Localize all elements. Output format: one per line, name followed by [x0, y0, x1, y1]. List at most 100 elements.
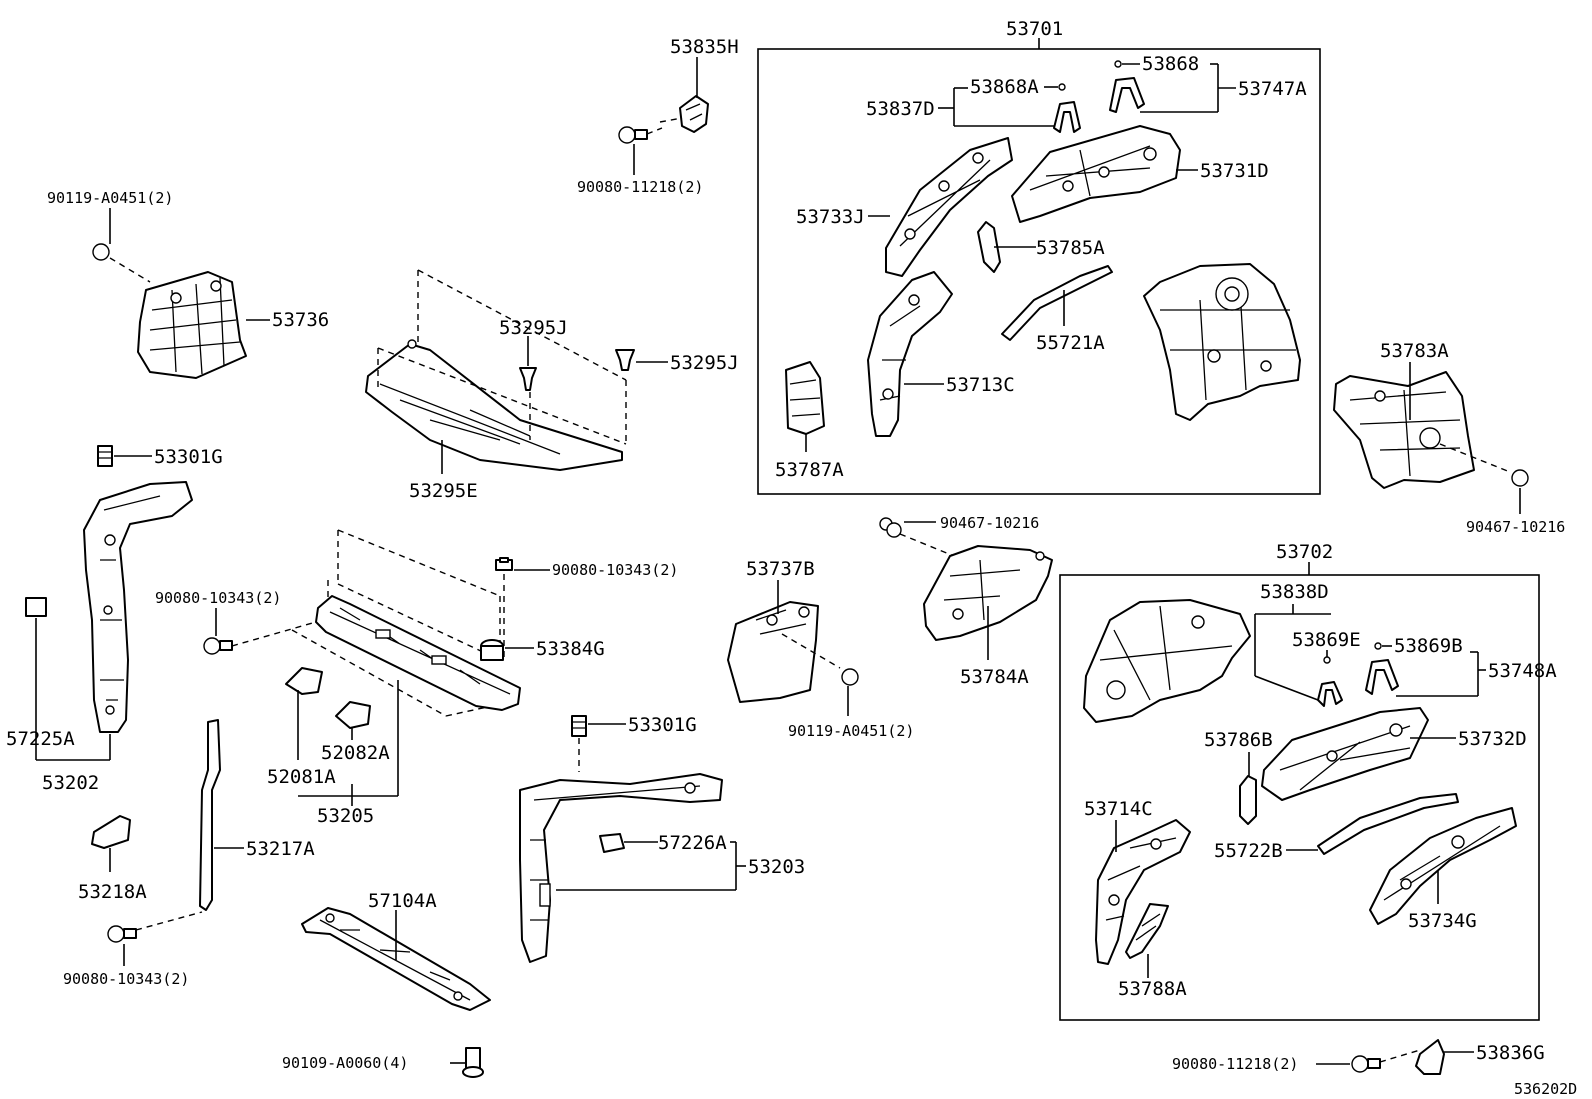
part-53301G-left-cushion[interactable] [97, 445, 113, 467]
group-label-53701[interactable]: 53701 [1006, 18, 1063, 40]
label-90080-11218-bottom[interactable]: 90080-11218(2) [1172, 1055, 1298, 1073]
label-53837D[interactable]: 53837D [866, 98, 935, 120]
clip-53295J-a[interactable] [519, 367, 537, 391]
group-label-53702[interactable]: 53702 [1276, 541, 1333, 563]
part-53384G-stopper[interactable] [480, 639, 504, 661]
label-53783A[interactable]: 53783A [1380, 340, 1449, 362]
label-53205[interactable]: 53205 [317, 805, 374, 827]
label-53713C[interactable]: 53713C [946, 374, 1015, 396]
part-53736-panel[interactable] [137, 271, 247, 379]
label-53731D[interactable]: 53731D [1200, 160, 1269, 182]
bolt-90080-10343-bottom[interactable] [107, 911, 203, 943]
label-52082A[interactable]: 52082A [321, 742, 390, 764]
label-53838D[interactable]: 53838D [1260, 581, 1329, 603]
label-90467-10216-b[interactable]: 90467-10216 [1466, 518, 1565, 536]
label-57104A[interactable]: 57104A [368, 890, 437, 912]
bolt-90080-10343-right[interactable] [495, 557, 513, 660]
label-90119-A0451-left[interactable]: 90119-A0451(2) [47, 189, 173, 207]
label-53202[interactable]: 53202 [42, 772, 99, 794]
bolt-90109-A0060[interactable] [462, 1047, 484, 1078]
bolt-90467-10216-a[interactable] [879, 517, 955, 557]
label-53748A[interactable]: 53748A [1488, 660, 1557, 682]
bolt-90080-11218-top[interactable] [618, 126, 663, 144]
label-53787A[interactable]: 53787A [775, 459, 844, 481]
part-53205-bar[interactable] [315, 595, 521, 711]
part-53733J-apron[interactable] [885, 137, 1013, 277]
clip-53295J-b[interactable] [615, 349, 635, 371]
part-53835H-bracket[interactable] [659, 95, 709, 133]
label-90080-10343-mid[interactable]: 90080-10343(2) [155, 589, 281, 607]
clip-57226A[interactable] [599, 833, 625, 853]
nut-90119-A0451-left[interactable] [92, 243, 151, 283]
label-53384G[interactable]: 53384G [536, 638, 605, 660]
bracket-53786B[interactable] [1239, 775, 1257, 825]
part-53731D-rail[interactable] [1011, 125, 1181, 223]
bracket-52082A[interactable] [335, 701, 371, 729]
bracket-53836G[interactable] [1415, 1039, 1445, 1075]
part-53734G-apron[interactable] [1369, 807, 1517, 925]
label-53835H[interactable]: 53835H [670, 36, 739, 58]
part-55722B-reinforcement[interactable] [1317, 793, 1459, 855]
bracket-53218A[interactable] [91, 815, 131, 849]
label-90080-11218-top[interactable]: 90080-11218(2) [577, 178, 703, 196]
label-53714C[interactable]: 53714C [1084, 798, 1153, 820]
part-53701-wheelhouse[interactable] [1143, 263, 1301, 421]
label-53218A[interactable]: 53218A [78, 881, 147, 903]
label-53868A[interactable]: 53868A [970, 76, 1039, 98]
part-53714C-apron[interactable] [1095, 819, 1191, 965]
label-90119-A0451-mid[interactable]: 90119-A0451(2) [788, 722, 914, 740]
label-53734G[interactable]: 53734G [1408, 910, 1477, 932]
nut-90119-A0451-mid[interactable] [781, 633, 859, 686]
rod-53217A[interactable] [199, 719, 221, 911]
part-53784A-bracket[interactable] [923, 545, 1053, 641]
part-53787A-plate[interactable] [785, 361, 825, 435]
part-53203-support[interactable] [519, 773, 723, 963]
label-53217A[interactable]: 53217A [246, 838, 315, 860]
label-90080-10343-right[interactable]: 90080-10343(2) [552, 561, 678, 579]
part-55721A-reinforcement[interactable] [1001, 265, 1113, 341]
label-53301G-mid[interactable]: 53301G [628, 714, 697, 736]
label-57225A[interactable]: 57225A [6, 728, 75, 750]
label-53736[interactable]: 53736 [272, 309, 329, 331]
label-57226A[interactable]: 57226A [658, 832, 727, 854]
label-90467-10216-a[interactable]: 90467-10216 [940, 514, 1039, 532]
label-55722B[interactable]: 55722B [1214, 840, 1283, 862]
part-53202-support[interactable] [83, 481, 193, 733]
label-53868[interactable]: 53868 [1142, 53, 1199, 75]
label-53786B[interactable]: 53786B [1204, 729, 1273, 751]
bracket-52081A[interactable] [285, 667, 323, 695]
label-52081A[interactable]: 52081A [267, 766, 336, 788]
part-53713C-apron[interactable] [867, 271, 953, 437]
part-53702-wheelhouse[interactable] [1083, 599, 1251, 723]
label-53737B[interactable]: 53737B [746, 558, 815, 580]
label-53869E[interactable]: 53869E [1292, 629, 1361, 651]
bracket-53747A[interactable] [1109, 77, 1145, 113]
label-53295E[interactable]: 53295E [409, 480, 478, 502]
label-53733J[interactable]: 53733J [796, 206, 865, 228]
label-53747A[interactable]: 53747A [1238, 78, 1307, 100]
label-53203[interactable]: 53203 [748, 856, 805, 878]
label-90080-10343-bottom[interactable]: 90080-10343(2) [63, 970, 189, 988]
bolt-90080-10343-mid[interactable] [203, 621, 317, 655]
label-53784A[interactable]: 53784A [960, 666, 1029, 688]
part-53301G-mid-cushion[interactable] [571, 715, 587, 737]
label-53295J-b[interactable]: 53295J [670, 352, 739, 374]
label-53869B[interactable]: 53869B [1394, 635, 1463, 657]
bolt-90467-10216-b[interactable] [1439, 443, 1529, 487]
bracket-53748A[interactable] [1365, 659, 1399, 695]
part-53737B-panel[interactable] [727, 601, 819, 703]
bolt-90080-11218-bottom[interactable] [1351, 1049, 1421, 1073]
bracket-53785A[interactable] [977, 221, 1001, 273]
label-90109-A0060[interactable]: 90109-A0060(4) [282, 1054, 408, 1072]
clip-57225A[interactable] [25, 597, 47, 617]
label-53788A[interactable]: 53788A [1118, 978, 1187, 1000]
label-53836G[interactable]: 53836G [1476, 1042, 1545, 1064]
part-53295E-cover[interactable] [365, 339, 623, 471]
label-53295J-a[interactable]: 53295J [499, 317, 568, 339]
part-53788A-plate[interactable] [1125, 903, 1169, 959]
label-53301G-left[interactable]: 53301G [154, 446, 223, 468]
part-53732D-rail[interactable] [1261, 707, 1429, 801]
part-53783A-apron[interactable] [1333, 371, 1475, 489]
bracket-53837D[interactable] [1053, 101, 1081, 133]
bracket-53838D[interactable] [1317, 681, 1343, 707]
